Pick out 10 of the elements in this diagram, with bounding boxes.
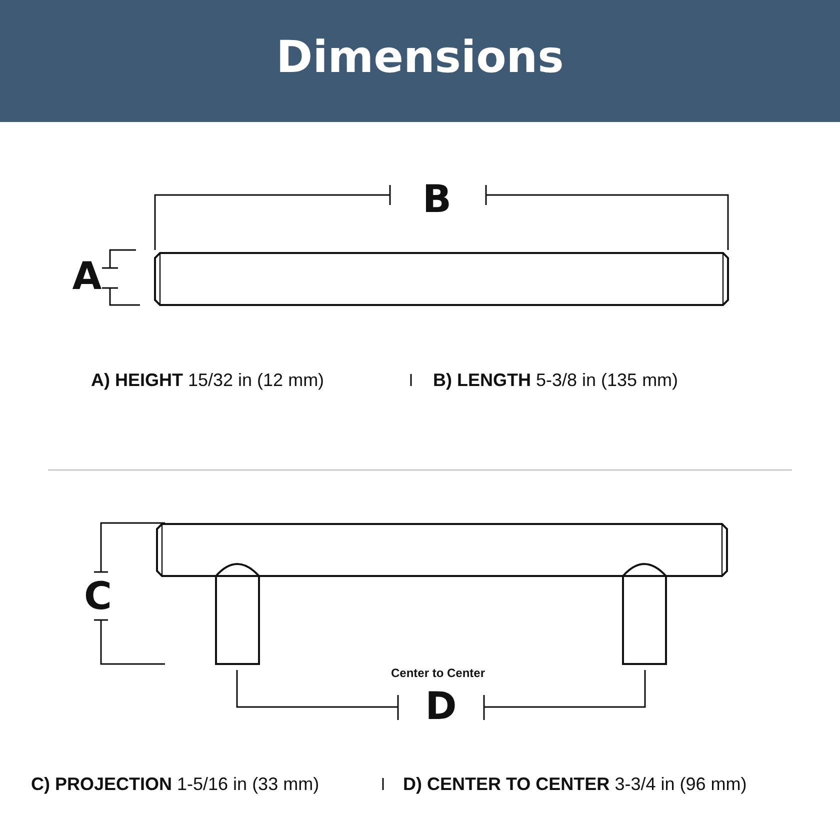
dimension-note: Center to Center [391, 666, 485, 680]
dimension-letter: A [72, 254, 102, 298]
dimension-caption: A) HEIGHT 15/32 in (12 mm) [91, 369, 324, 391]
dimension-letter: B [422, 177, 452, 221]
dimension-letter: C [84, 574, 112, 618]
dimension-caption: D) CENTER TO CENTER 3-3/4 in (96 mm) [403, 773, 747, 795]
dimension-letter: D [425, 684, 457, 728]
page-title: Dimensions [275, 31, 565, 85]
dimension-caption: B) LENGTH 5-3/8 in (135 mm) [433, 369, 678, 391]
dimension-caption: C) PROJECTION 1-5/16 in (33 mm) [31, 773, 320, 795]
